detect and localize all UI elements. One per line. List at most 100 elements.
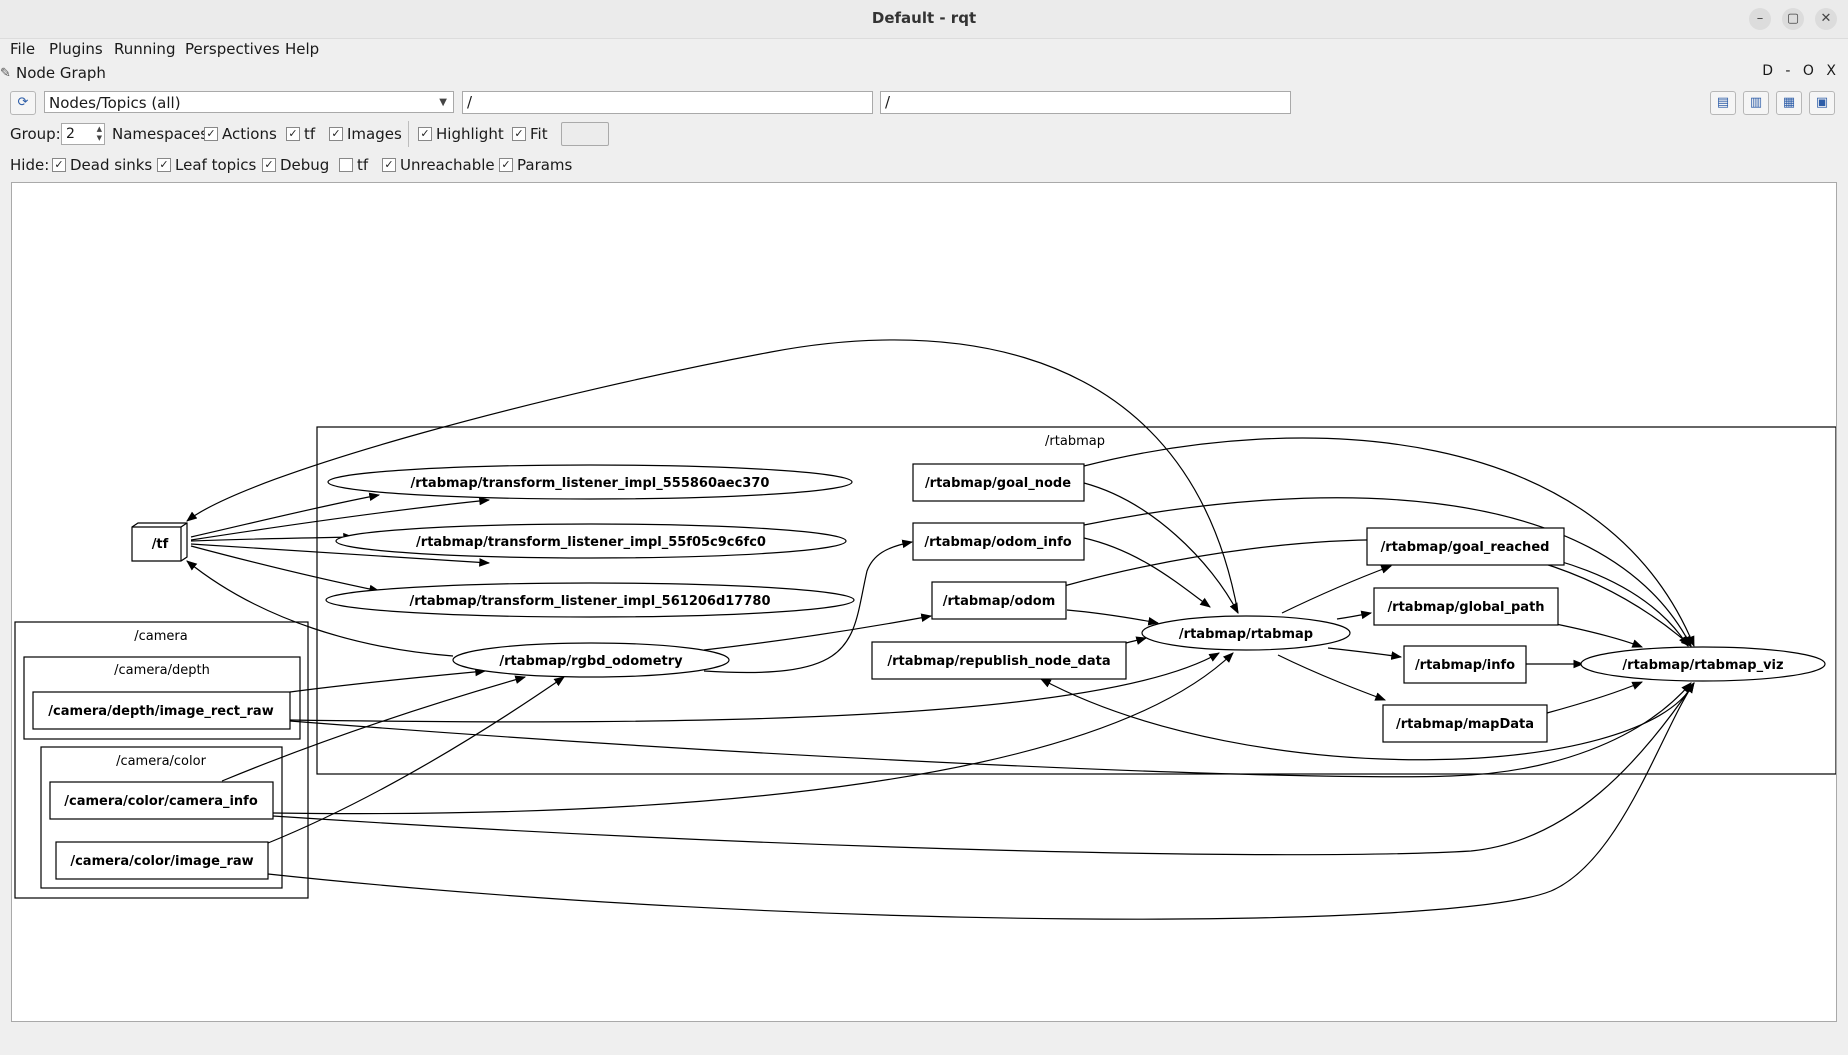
node-transform-listener-2-label: /rtabmap/transform_listener_impl_55f05c9… [416, 535, 766, 550]
node-rtabmap-label: /rtabmap/rtabmap [1179, 627, 1313, 642]
title-bar: Default - rqt – ▢ ✕ [0, 0, 1848, 39]
node-rgbd-odometry-label: /rtabmap/rgbd_odometry [499, 654, 683, 669]
hide-label: Hide: [10, 156, 50, 174]
node-transform-listener-2[interactable]: /rtabmap/transform_listener_impl_55f05c9… [335, 523, 847, 559]
node-camera-color-image[interactable]: /camera/color/image_raw [55, 841, 269, 880]
graph-canvas[interactable]: /rtabmap /camera /camera/depth /camera/c… [11, 182, 1837, 1022]
leaf-topics-checkbox[interactable]: ✓ [157, 158, 171, 172]
images-checkbox[interactable]: ✓ [329, 127, 343, 141]
node-goal-reached[interactable]: /rtabmap/goal_reached [1366, 527, 1565, 566]
dead-sinks-label: Dead sinks [70, 156, 153, 174]
node-info-label: /rtabmap/info [1415, 658, 1515, 673]
node-tf[interactable]: /tf [131, 522, 188, 562]
dock-widget-buttons[interactable]: D - O X [1762, 63, 1840, 79]
node-rtabmap[interactable]: /rtabmap/rtabmap [1141, 615, 1351, 651]
debug-label: Debug [280, 156, 330, 174]
node-goal-node[interactable]: /rtabmap/goal_node [912, 463, 1085, 502]
node-camera-depth-image[interactable]: /camera/depth/image_rect_raw [32, 691, 291, 730]
node-camera-depth-image-label: /camera/depth/image_rect_raw [48, 704, 273, 719]
graph-edges [186, 339, 1695, 920]
minimize-button[interactable]: – [1749, 8, 1771, 30]
window-title: Default - rqt [871, 9, 977, 27]
node-odom[interactable]: /rtabmap/odom [931, 581, 1067, 620]
tf-checkbox[interactable]: ✓ [286, 127, 300, 141]
fit-in-view-button[interactable] [561, 122, 609, 146]
node-camera-color-info[interactable]: /camera/color/camera_info [49, 781, 274, 820]
save-dot-icon[interactable]: ▥ [1743, 91, 1769, 115]
node-mapdata-label: /rtabmap/mapData [1396, 717, 1534, 732]
cluster-camera [14, 621, 309, 899]
params-checkbox[interactable]: ✓ [499, 158, 513, 172]
cluster-camera-color [40, 746, 283, 889]
images-label: Images [347, 125, 402, 143]
node-info[interactable]: /rtabmap/info [1403, 645, 1527, 684]
spin-arrows-icon[interactable]: ▲▼ [96, 125, 102, 142]
group-label: Group: [10, 125, 61, 143]
node-odom-info-label: /rtabmap/odom_info [924, 535, 1071, 550]
group-spinbox[interactable]: 2 ▲▼ [61, 123, 105, 145]
node-transform-listener-1[interactable]: /rtabmap/transform_listener_impl_555860a… [327, 464, 853, 500]
node-odom-label: /rtabmap/odom [943, 594, 1056, 609]
menu-plugins[interactable]: Plugins [49, 40, 103, 58]
dead-sinks-checkbox[interactable]: ✓ [52, 158, 66, 172]
node-goal-reached-label: /rtabmap/goal_reached [1381, 540, 1550, 555]
group-value: 2 [66, 126, 75, 142]
menu-running[interactable]: Running [114, 40, 176, 58]
node-republish-node-data[interactable]: /rtabmap/republish_node_data [871, 641, 1127, 680]
node-goal-node-label: /rtabmap/goal_node [925, 476, 1071, 491]
node-camera-color-info-label: /camera/color/camera_info [64, 794, 258, 809]
fit-label: Fit [530, 125, 548, 143]
actions-checkbox[interactable]: ✓ [204, 127, 218, 141]
cluster-camera-depth [23, 656, 301, 740]
node-graph-svg: /rtabmap /camera /camera/depth /camera/c… [14, 339, 1837, 920]
load-dot-icon[interactable]: ▤ [1710, 91, 1736, 115]
leaf-topics-label: Leaf topics [175, 156, 257, 174]
fit-checkbox[interactable]: ✓ [512, 127, 526, 141]
unreachable-label: Unreachable [400, 156, 495, 174]
menu-help[interactable]: Help [285, 40, 320, 58]
actions-label: Actions [222, 125, 277, 143]
node-transform-listener-3-label: /rtabmap/transform_listener_impl_561206d… [410, 594, 771, 609]
node-transform-listener-3[interactable]: /rtabmap/transform_listener_impl_561206d… [325, 582, 855, 618]
topic-filter-input[interactable]: / [880, 91, 1291, 114]
plugin-title: Node Graph [16, 64, 106, 82]
close-button[interactable]: ✕ [1815, 8, 1837, 30]
menu-bar: File Plugins Running Perspectives Help [0, 38, 1848, 62]
node-tf-label: /tf [152, 537, 169, 552]
node-camera-color-image-label: /camera/color/image_raw [70, 854, 253, 869]
tf-label: tf [304, 125, 316, 143]
cluster-camera-color-label: /camera/color [116, 754, 207, 769]
toolbar-separator [408, 121, 409, 147]
highlight-label: Highlight [436, 125, 504, 143]
save-image-icon[interactable]: ▣ [1809, 91, 1835, 115]
node-odom-info[interactable]: /rtabmap/odom_info [912, 522, 1085, 561]
node-global-path[interactable]: /rtabmap/global_path [1373, 587, 1559, 626]
cluster-rtabmap-label: /rtabmap [1045, 434, 1105, 449]
maximize-button[interactable]: ▢ [1782, 8, 1804, 30]
view-mode-value: Nodes/Topics (all) [49, 94, 181, 112]
refresh-icon[interactable]: ⟳ [10, 91, 36, 115]
node-mapdata[interactable]: /rtabmap/mapData [1382, 704, 1548, 743]
hide-tf-label: tf [357, 156, 369, 174]
menu-perspectives[interactable]: Perspectives [185, 40, 280, 58]
hide-tf-checkbox[interactable] [339, 158, 353, 172]
cluster-camera-depth-label: /camera/depth [114, 663, 210, 678]
chevron-down-icon: ▼ [439, 97, 447, 108]
save-svg-icon[interactable]: ▦ [1776, 91, 1802, 115]
namespaces-label: Namespaces [112, 125, 209, 143]
params-label: Params [517, 156, 573, 174]
cluster-camera-label: /camera [134, 629, 187, 644]
menu-file[interactable]: File [10, 40, 36, 58]
unreachable-checkbox[interactable]: ✓ [382, 158, 396, 172]
view-mode-select[interactable]: Nodes/Topics (all) ▼ [44, 91, 454, 113]
debug-checkbox[interactable]: ✓ [262, 158, 276, 172]
node-rtabmap-viz-label: /rtabmap/rtabmap_viz [1622, 658, 1783, 673]
node-filter-input[interactable]: / [462, 91, 873, 114]
node-rgbd-odometry[interactable]: /rtabmap/rgbd_odometry [452, 642, 730, 678]
node-republish-node-data-label: /rtabmap/republish_node_data [887, 654, 1110, 669]
node-global-path-label: /rtabmap/global_path [1387, 600, 1544, 615]
status-bar [0, 1027, 1848, 1055]
highlight-checkbox[interactable]: ✓ [418, 127, 432, 141]
node-rtabmap-viz[interactable]: /rtabmap/rtabmap_viz [1580, 646, 1826, 682]
plugin-tools-icon: ✎ [0, 66, 11, 81]
